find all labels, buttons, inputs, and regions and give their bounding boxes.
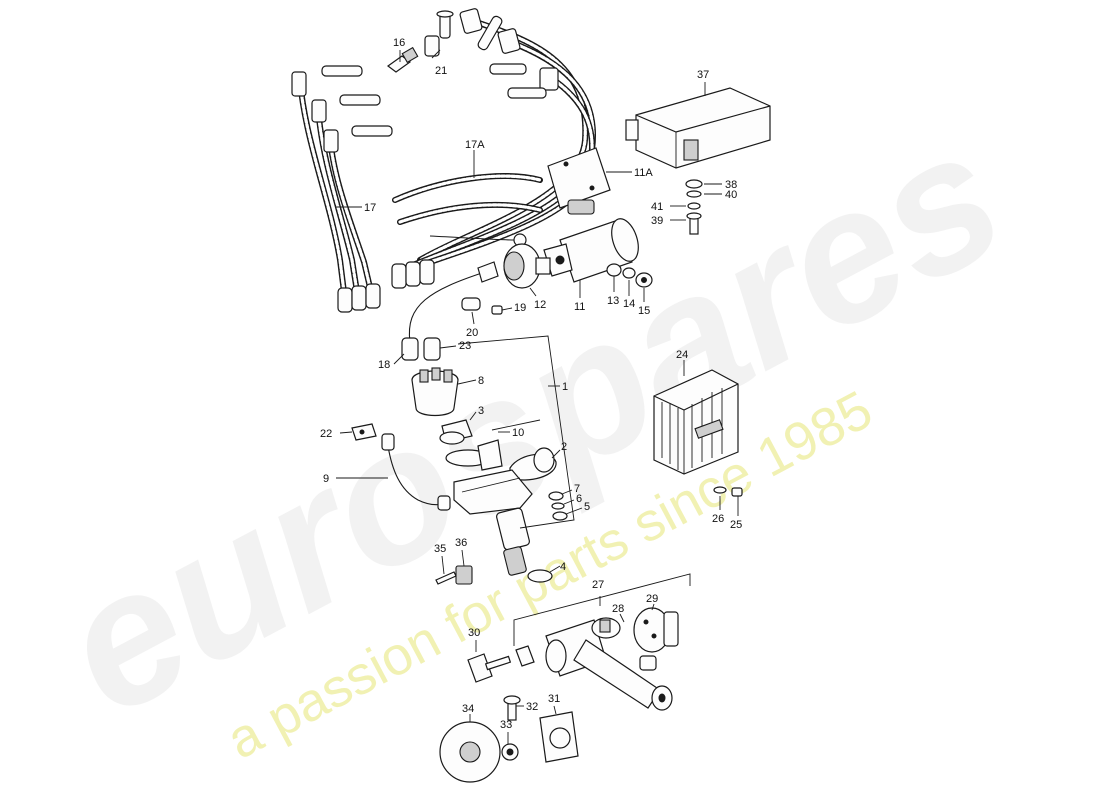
screw-32-33[interactable] (501, 695, 521, 761)
callout-13[interactable]: 13 (607, 295, 619, 307)
callout-12[interactable]: 12 (534, 299, 546, 311)
rotor[interactable] (439, 419, 473, 445)
callout-41[interactable]: 41 (651, 201, 663, 213)
clip-22[interactable] (351, 423, 377, 441)
callout-28[interactable]: 28 (612, 603, 624, 615)
distributor-cap[interactable] (411, 367, 459, 417)
callout-10[interactable]: 10 (512, 427, 524, 439)
spark-plug[interactable] (386, 46, 419, 73)
callout-27[interactable]: 27 (592, 579, 604, 591)
callout-33[interactable]: 33 (500, 719, 512, 731)
callout-20[interactable]: 20 (466, 327, 478, 339)
control-unit[interactable] (625, 87, 771, 169)
distributor-body[interactable] (453, 469, 533, 576)
connector-small[interactable] (461, 297, 503, 315)
callout-14[interactable]: 14 (623, 298, 635, 310)
steering-wheel-ring[interactable] (439, 721, 501, 783)
plug-connector[interactable] (424, 10, 454, 57)
callout-11a[interactable]: 11A (634, 167, 653, 179)
watermark: eurospares a passion for parts since 198… (30, 88, 1034, 771)
callout-36[interactable]: 36 (455, 537, 467, 549)
ignition-lead-set-left[interactable] (291, 65, 393, 313)
callout-35[interactable]: 35 (434, 543, 446, 555)
callout-6[interactable]: 6 (576, 493, 582, 505)
callout-38[interactable]: 38 (725, 179, 737, 191)
distributor-washers[interactable] (548, 491, 568, 521)
callout-19[interactable]: 19 (514, 302, 526, 314)
callout-23[interactable]: 23 (459, 340, 471, 352)
callout-3[interactable]: 3 (478, 405, 484, 417)
callout-5[interactable]: 5 (584, 501, 590, 513)
distributor-lead[interactable] (401, 261, 499, 361)
ignition-switch[interactable] (633, 607, 679, 653)
ignition-key[interactable] (467, 645, 535, 683)
callout-40[interactable]: 40 (725, 189, 737, 201)
leader-lines (336, 49, 739, 744)
callout-1[interactable]: 1 (562, 381, 568, 393)
callout-24[interactable]: 24 (676, 349, 688, 361)
callout-15[interactable]: 15 (638, 305, 650, 317)
coil-suppressor[interactable] (503, 243, 551, 289)
coil-nuts[interactable] (606, 263, 653, 288)
callout-32[interactable]: 32 (526, 701, 538, 713)
callout-21[interactable]: 21 (435, 65, 447, 77)
callout-17[interactable]: 17 (364, 202, 376, 214)
contact-set[interactable] (445, 419, 541, 471)
callout-2[interactable]: 2 (561, 441, 567, 453)
clamp-4[interactable] (527, 569, 553, 583)
callout-31[interactable]: 31 (548, 693, 560, 705)
regulator[interactable] (653, 369, 739, 475)
callout-16[interactable]: 16 (393, 37, 405, 49)
callout-25[interactable]: 25 (730, 519, 742, 531)
callout-11[interactable]: 11 (574, 301, 585, 313)
gasket-31[interactable] (539, 711, 579, 763)
plug-connector-29[interactable] (639, 655, 657, 671)
steering-lock[interactable] (545, 619, 673, 711)
hardware-nut-washer[interactable] (685, 179, 703, 235)
callout-9[interactable]: 9 (323, 473, 329, 485)
pin-and-gear[interactable] (435, 565, 473, 585)
callout-30[interactable]: 30 (468, 627, 480, 639)
callout-39[interactable]: 39 (651, 215, 663, 227)
callout-17a[interactable]: 17A (465, 139, 485, 151)
callout-8[interactable]: 8 (478, 375, 484, 387)
vacuum-unit[interactable] (509, 447, 557, 481)
lock-cylinder[interactable] (591, 617, 621, 639)
callout-29[interactable]: 29 (646, 593, 658, 605)
callout-18[interactable]: 18 (378, 359, 390, 371)
callout-4[interactable]: 4 (560, 561, 566, 573)
callout-26[interactable]: 26 (712, 513, 724, 525)
callout-labels: 16 21 17 17A 11A 37 38 40 41 39 12 11 13… (320, 37, 742, 731)
callout-22[interactable]: 22 (320, 428, 332, 440)
distributor-wire[interactable] (381, 433, 451, 511)
callout-7[interactable]: 7 (574, 483, 580, 495)
mounting-plate[interactable] (547, 147, 611, 209)
callout-34[interactable]: 34 (462, 703, 474, 715)
regulator-screw[interactable] (713, 486, 743, 497)
callout-37[interactable]: 37 (697, 69, 709, 81)
